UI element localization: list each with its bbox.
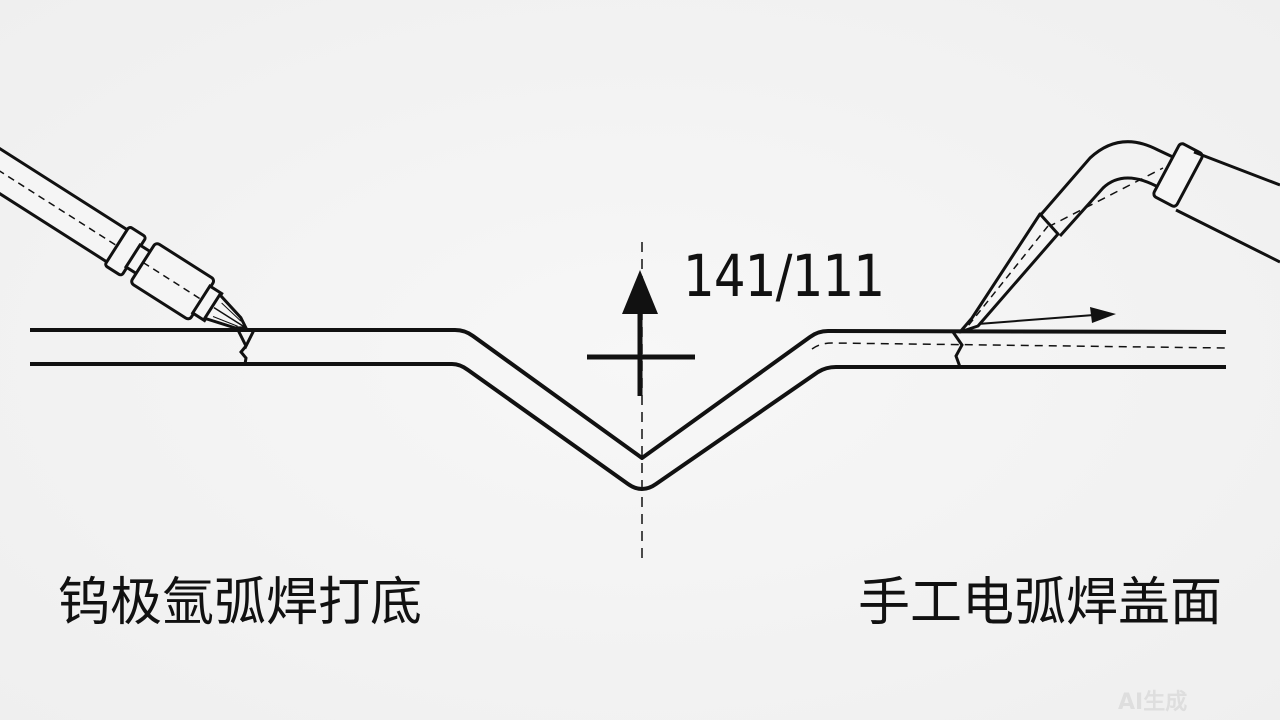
left-caption: 钨极氩弧焊打底	[58, 573, 423, 633]
upward-arrow-icon	[587, 270, 695, 396]
right-caption: 手工电弧焊盖面	[858, 573, 1223, 633]
cap-layer-dashed-line	[811, 342, 1227, 350]
travel-direction-arrow-icon	[977, 307, 1116, 325]
tig-torch-icon	[0, 145, 249, 330]
process-code-label: 141/111	[683, 242, 885, 310]
watermark: AI生成	[1118, 690, 1188, 715]
cap-weld-joint	[951, 331, 964, 368]
root-weld-joint	[236, 329, 256, 365]
plate-top-line	[30, 328, 1227, 460]
plate-bottom-line	[30, 362, 1226, 491]
electrode-holder-icon	[958, 140, 1280, 334]
